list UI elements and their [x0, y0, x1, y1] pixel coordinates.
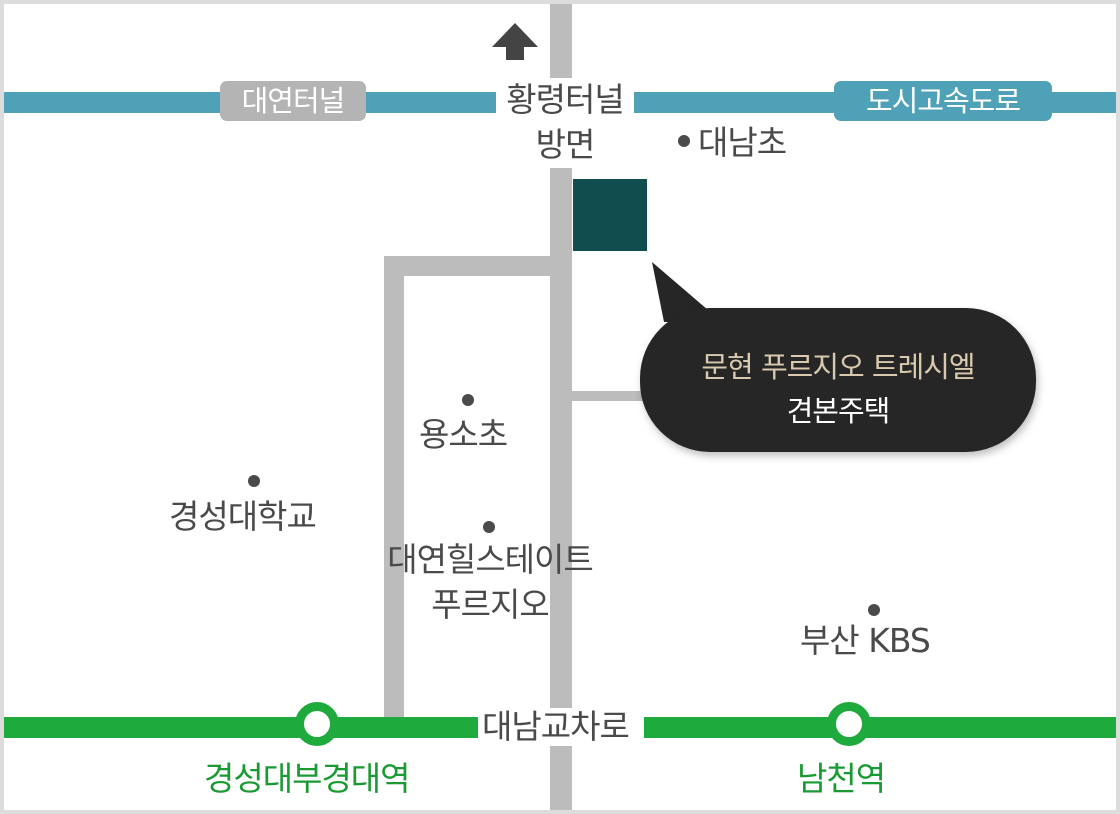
callout-side-road: [570, 391, 660, 401]
namcheon-station-label: 남천역: [797, 759, 886, 798]
daenam-school-label: 대남초: [698, 123, 787, 162]
callout-subtitle: 견본주택: [786, 394, 891, 428]
model-house-location: [573, 179, 647, 251]
main-vertical-road: [550, 4, 572, 810]
model-house-callout: 문현 푸르지오 트레시엘 견본주택: [640, 308, 1036, 452]
north-direction-label-2: 방면: [535, 125, 596, 164]
north-label-bg: [496, 78, 634, 168]
kyungsung-pukyong-station-label: 경성대부경대역: [204, 759, 411, 798]
daenam-school-marker: [678, 135, 690, 147]
busan-kbs-marker: [868, 604, 880, 616]
hillstate-label-2: 푸르지오: [431, 585, 549, 624]
north-direction-label-1: 황령터널: [506, 80, 624, 119]
daenam-intersection-label: 대남교차로: [482, 707, 630, 746]
daeyeon-tunnel-badge: 대연터널: [220, 81, 366, 121]
west-vertical-road: [384, 256, 404, 726]
callout-title: 문현 푸르지오 트레시엘: [701, 350, 975, 384]
hillstate-label-1: 대연힐스테이트: [387, 540, 594, 579]
kyungsung-pukyong-station-icon: [295, 702, 339, 746]
callout-pointer: [652, 262, 722, 322]
yongso-school-marker: [462, 394, 474, 406]
kyungsung-univ-label: 경성대학교: [169, 497, 317, 536]
upper-connector-road: [384, 256, 572, 276]
urban-expressway-badge: 도시고속도로: [834, 81, 1052, 121]
bottom-road-label-bg: [478, 708, 644, 746]
yongso-school-label: 용소초: [419, 415, 508, 454]
namcheon-station-icon: [827, 702, 871, 746]
up-arrow-icon: [492, 23, 538, 60]
hillstate-marker: [483, 521, 495, 533]
busan-kbs-label: 부산 KBS: [800, 621, 931, 660]
kyungsung-univ-marker: [248, 475, 260, 487]
